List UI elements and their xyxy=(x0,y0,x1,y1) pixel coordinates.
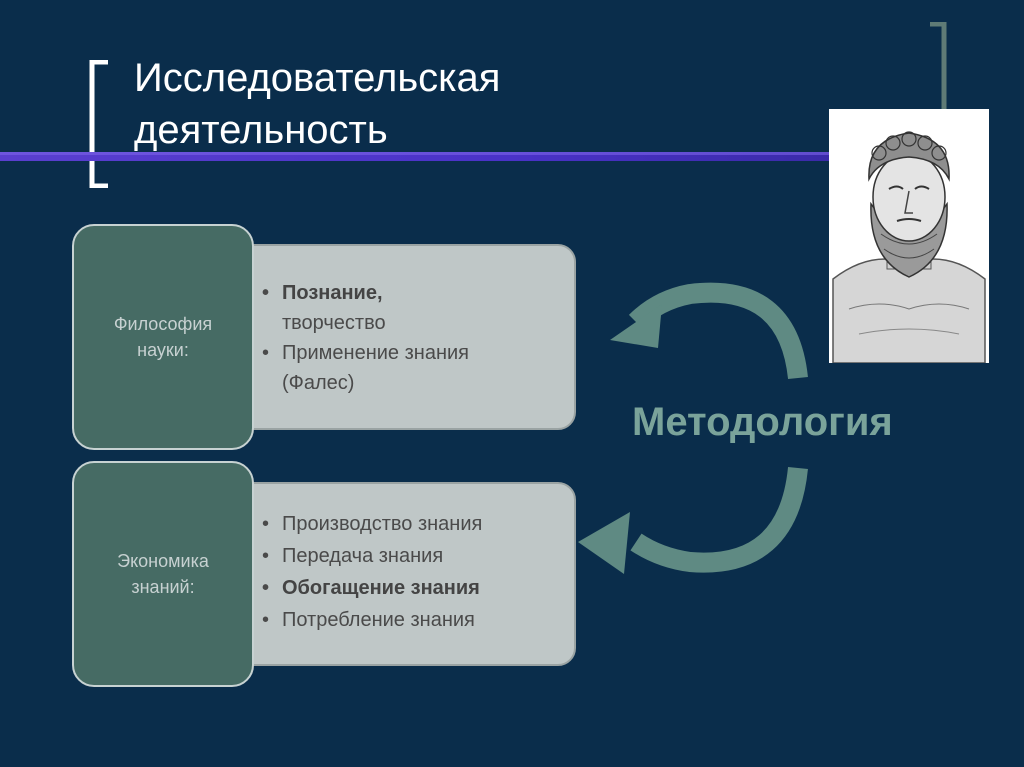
list-item: Применение знания xyxy=(262,338,562,368)
content-panel-1 xyxy=(232,244,576,430)
list-item: Потребление знания xyxy=(262,604,562,636)
title-line-1: Исследовательская xyxy=(134,56,501,100)
title-underline xyxy=(0,152,840,161)
title-line-2: деятельность xyxy=(134,108,388,152)
bracket-right-icon xyxy=(930,22,947,112)
list-item: Познание, xyxy=(262,278,562,308)
curved-arrow-down-icon xyxy=(578,466,808,574)
list-item: Обогащение знания xyxy=(262,572,562,604)
list-item: творчество xyxy=(282,312,386,334)
bullet-list-2: Производство знания Передача знания Обог… xyxy=(262,508,562,636)
label-philosophy: Философия науки: xyxy=(113,314,213,360)
curved-arrow-up-icon xyxy=(610,282,808,380)
portrait-image xyxy=(829,109,989,363)
list-item: Производство знания xyxy=(262,508,562,540)
list-item: Передача знания xyxy=(262,540,562,572)
methodology-label: Методология xyxy=(632,400,893,444)
bracket-left-icon xyxy=(89,60,108,188)
arrows-graphic xyxy=(578,282,808,574)
label-box-economics: Экономика знаний: xyxy=(72,461,254,687)
label-economics: Экономика знаний: xyxy=(117,551,209,597)
list-item: (Фалес) xyxy=(282,372,355,394)
label-box-philosophy: Философия науки: xyxy=(72,224,254,450)
bullet-list-1: Познание, творчество Применение знания (… xyxy=(262,278,562,398)
page-title: Исследовательская деятельность xyxy=(134,52,500,156)
